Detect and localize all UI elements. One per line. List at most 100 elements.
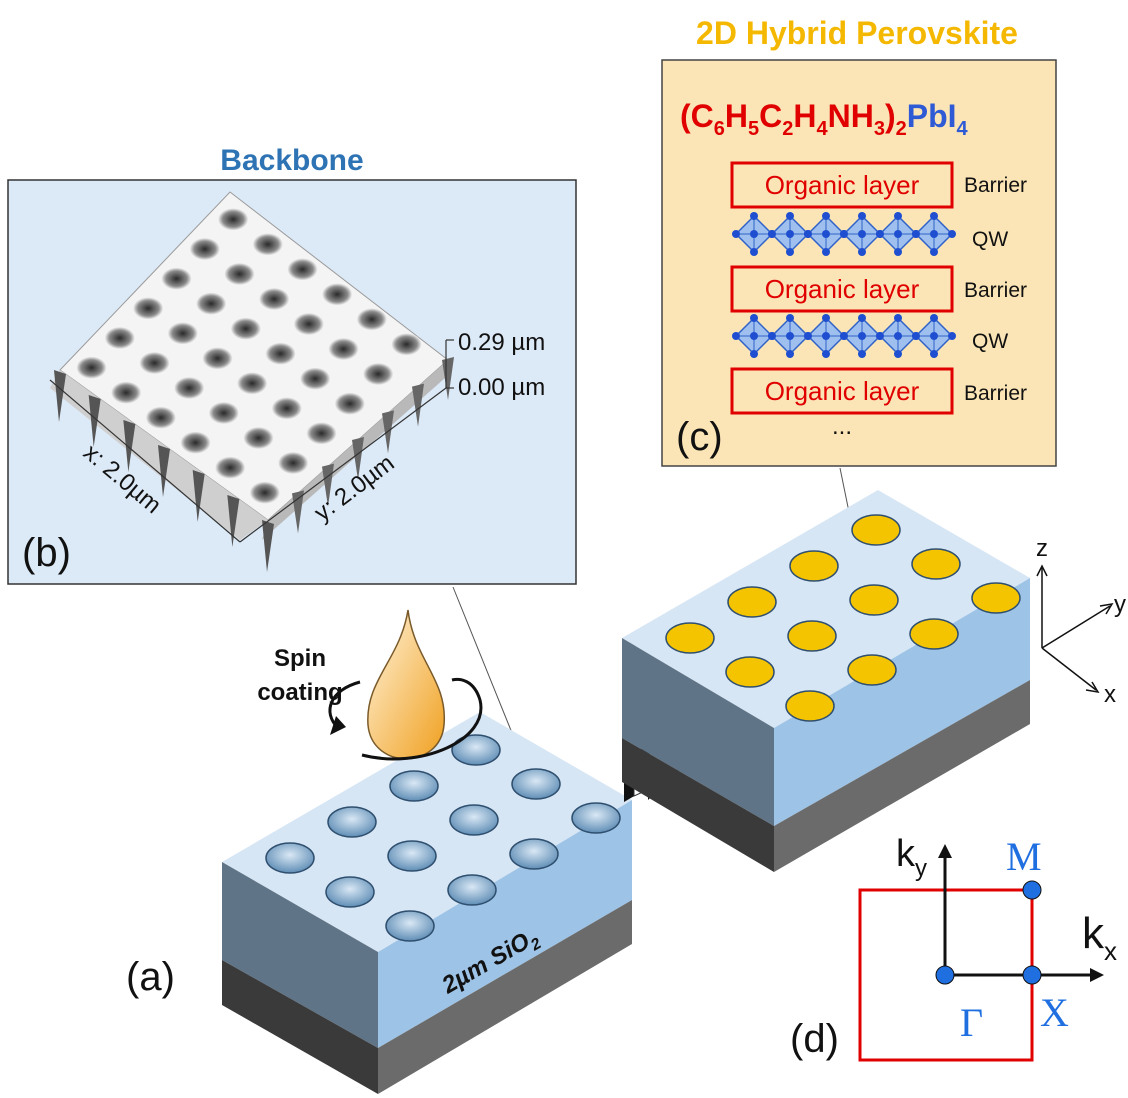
x-point-label: X [1040, 990, 1069, 1035]
afm-pit [293, 313, 324, 335]
atom-icon [750, 350, 758, 358]
atom-icon [858, 230, 866, 238]
atom-icon [822, 230, 830, 238]
atom-icon [858, 332, 866, 340]
organic-layer-label: Organic layer [765, 274, 920, 304]
afm-pit [265, 342, 296, 365]
hole [911, 548, 961, 580]
hole [725, 656, 775, 688]
barrier-label: Barrier [964, 279, 1027, 302]
atom-icon [930, 350, 938, 358]
afm-pit [180, 431, 211, 454]
atom-icon [930, 212, 938, 220]
afm-spike [262, 520, 274, 572]
afm-pit [363, 363, 394, 385]
block2-side [622, 638, 774, 826]
hole [909, 618, 959, 650]
afm-pit [237, 372, 268, 395]
sio2-front [378, 800, 632, 1048]
afm-pit [300, 367, 331, 390]
afm-spikes [54, 357, 454, 572]
block2-front [774, 578, 1030, 826]
organic-layer-label: Organic layer [765, 170, 920, 200]
hole [785, 690, 835, 722]
atom-icon [822, 212, 830, 220]
organic-layer-box [730, 367, 954, 415]
atom-icon [840, 230, 848, 238]
gamma-point-icon [935, 965, 955, 985]
barrier-label: Barrier [964, 174, 1027, 197]
hole [385, 910, 435, 942]
atom-icon [894, 350, 902, 358]
afm-pit [104, 327, 135, 349]
afm-pit [167, 322, 198, 345]
panel-a-label: (a) [126, 955, 175, 999]
perovskite-title: 2D Hybrid Perovskite [696, 15, 1018, 51]
atom-icon [768, 332, 776, 340]
afm-pit [76, 356, 107, 379]
atom-icon [858, 314, 866, 322]
hole [847, 654, 897, 686]
afm-pit [334, 392, 365, 415]
atom-icon [750, 314, 758, 322]
afm-spike [88, 395, 101, 447]
afm-pit [189, 238, 220, 260]
x-point-icon [1022, 965, 1042, 985]
substrate-side [222, 960, 378, 1094]
atom-icon [912, 332, 920, 340]
afm-pit [391, 333, 422, 356]
block2-substrate-front [774, 680, 1030, 872]
kx-label: kx [1082, 909, 1117, 966]
hole [327, 806, 377, 838]
hole [387, 840, 437, 872]
z-axis-label: z [1036, 535, 1048, 562]
afm-pits [76, 208, 422, 504]
hole [389, 770, 439, 802]
qw-label: QW [972, 330, 1008, 353]
afm-pit [202, 347, 233, 370]
atom-icon [822, 332, 830, 340]
atom-icon [858, 212, 866, 220]
droplet-icon [367, 609, 445, 760]
atom-icon [876, 332, 884, 340]
panel-b: Backbone 0.29 µm 0.00 µm x: 2.0µm y: 2.0… [7, 144, 577, 585]
sio2-side [222, 862, 378, 1048]
afm-pit [252, 233, 283, 256]
m-point-icon [1022, 880, 1042, 900]
hole-array [265, 734, 621, 942]
atom-icon [822, 350, 830, 358]
atom-icon [750, 230, 758, 238]
organic-layer-label: Organic layer [765, 376, 920, 406]
hole [665, 622, 715, 654]
afm-spike [352, 437, 364, 480]
afm-spike [412, 383, 424, 427]
substrate-front [378, 900, 632, 1094]
hole [571, 802, 621, 834]
hole [789, 550, 839, 582]
afm-pit [278, 452, 309, 474]
hole [727, 586, 777, 618]
atom-icon [912, 230, 920, 238]
rotation-arrow-icon [330, 716, 346, 735]
afm-spike [158, 445, 170, 497]
atom-icon [750, 212, 758, 220]
atom-icon [750, 332, 758, 340]
afm-surface [50, 191, 454, 572]
afm-pit [145, 406, 176, 429]
afm-y-axis [239, 387, 447, 543]
barrier-label: Barrier [964, 382, 1027, 405]
hole [451, 734, 501, 766]
atom-icon [858, 350, 866, 358]
afm-pit [224, 263, 255, 285]
atom-icon [804, 332, 812, 340]
atom-icon [822, 248, 830, 256]
afm-pit [133, 297, 164, 320]
atom-icon [894, 332, 902, 340]
atom-icon [804, 230, 812, 238]
hole [971, 582, 1021, 614]
atom-icon [786, 332, 794, 340]
afm-spike [192, 470, 205, 522]
atom-icon [894, 248, 902, 256]
y-axis-label-3d: y [1114, 591, 1126, 618]
